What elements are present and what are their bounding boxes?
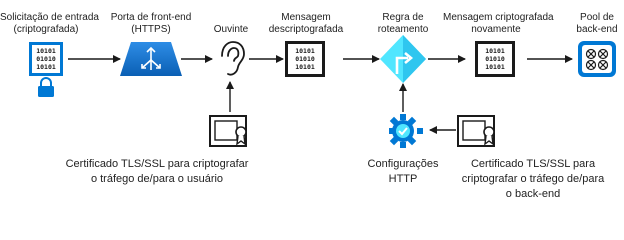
node-label-backend-pool: Pool de back-end — [572, 12, 622, 36]
label-line: back-end — [576, 24, 618, 35]
node-label-encrypted-request: Solicitação de entrada (criptografada) — [0, 12, 99, 36]
binary-data-icon: 10101 01010 10101 — [29, 42, 63, 76]
binary-line: 01010 — [485, 55, 505, 63]
label-line: Certificado TLS/SSL para criptografar — [65, 158, 249, 170]
label-line: Ouvinte — [213, 24, 249, 35]
binary-line: 01010 — [36, 55, 56, 63]
label-line: novamente — [471, 24, 521, 35]
label-line: Pool de — [580, 12, 614, 23]
certificate-icon — [457, 115, 495, 147]
label-line: Configurações — [367, 158, 439, 170]
binary-line: 10101 — [295, 47, 315, 55]
label-line: Solicitação de entrada — [0, 12, 99, 23]
node-label-listener: Ouvinte — [206, 24, 256, 36]
label-line: o tráfego de/para o usuário — [90, 173, 224, 185]
gear-check-icon — [389, 114, 423, 148]
label-line: Porta de front-end — [110, 12, 192, 23]
label-user-certificate: Certificado TLS/SSL para criptografar o … — [44, 157, 270, 187]
binary-line: 10101 — [485, 47, 505, 55]
binary-data-icon: 10101 01010 10101 — [285, 41, 325, 77]
routing-rule-icon — [380, 35, 426, 83]
node-label-decrypted-message: Mensagem descriptografada — [266, 12, 346, 36]
label-line: (criptografada) — [13, 24, 79, 35]
label-line: Mensagem criptografada — [443, 12, 554, 23]
label-backend-certificate: Certificado TLS/SSL para criptografar o … — [446, 157, 620, 202]
binary-line: 10101 — [485, 63, 505, 71]
label-line: o back-end — [505, 188, 561, 200]
binary-line: 01010 — [295, 55, 315, 63]
tls-flow-diagram: 10101 01010 10101 10101 01010 10101 — [29, 35, 616, 148]
server-pool-icon — [578, 41, 616, 77]
node-label-re-encrypted-message: Mensagem criptografada novamente — [443, 12, 554, 36]
label-line: Mensagem — [281, 12, 331, 23]
label-line: roteamento — [377, 24, 429, 35]
label-line: criptografar o tráfego de/para — [461, 173, 605, 185]
connectors — [68, 55, 573, 134]
certificate-icon — [209, 115, 247, 147]
label-line: (HTTPS) — [131, 24, 171, 35]
ear-icon — [221, 41, 245, 76]
label-line: Certificado TLS/SSL para — [470, 158, 596, 170]
binary-data-icon: 10101 01010 10101 — [475, 41, 515, 77]
node-label-frontend-port: Porta de front-end (HTTPS) — [106, 12, 196, 36]
label-http-settings: Configurações HTTP — [362, 157, 444, 187]
node-label-routing-rule: Regra de roteamento — [373, 12, 433, 36]
binary-line: 10101 — [295, 63, 315, 71]
label-line: Regra de — [382, 12, 424, 23]
binary-line: 10101 — [36, 47, 56, 55]
binary-line: 10101 — [36, 63, 56, 71]
gateway-icon — [120, 42, 182, 76]
label-line: HTTP — [388, 173, 418, 185]
label-line: descriptografada — [268, 24, 344, 35]
lock-icon — [38, 77, 54, 97]
